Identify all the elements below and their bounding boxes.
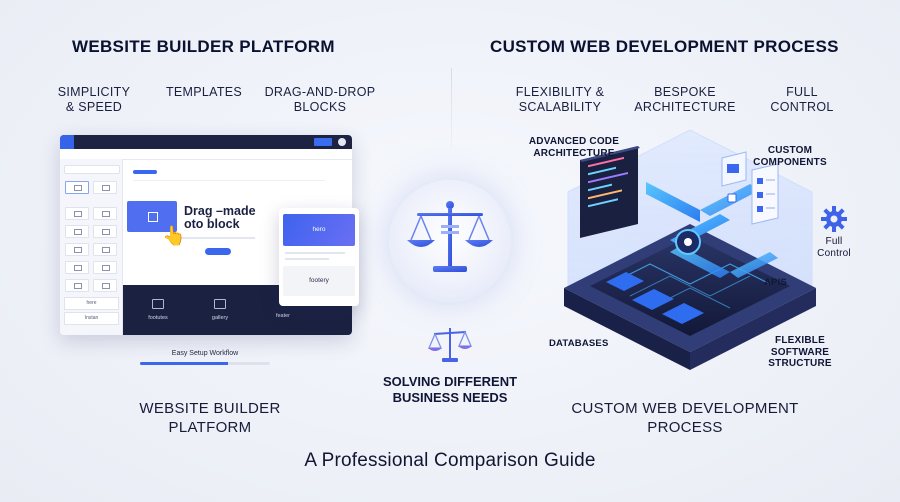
label-full-control-line1: Full	[825, 236, 843, 247]
custom-dev-subtitle: CUSTOM WEB DEVELOPMENT PROCESS	[560, 399, 810, 437]
placeholder-line	[285, 252, 345, 254]
label-flexible-line2: SOFTWARE	[770, 346, 830, 358]
hero-block: hero	[283, 214, 355, 246]
dark-item-label: footutes	[148, 315, 168, 321]
image-icon	[152, 299, 164, 309]
dark-item-feater: feater	[253, 299, 313, 319]
label-advanced-code-line2: ARCHITECTURE	[533, 147, 615, 159]
canvas-header-pill	[133, 170, 157, 174]
sidebar-item-here: here	[64, 297, 119, 310]
feature-flexibility-line2: SCALABILITY	[518, 100, 602, 114]
mockup-avatar	[338, 138, 346, 146]
feature-templates: TEMPLATES	[156, 85, 252, 100]
drag-block	[127, 201, 177, 232]
builder-title: WEBSITE BUILDER PLATFORM	[72, 37, 335, 56]
feature-full-control-line2: CONTROL	[770, 100, 834, 114]
canvas-rule	[133, 180, 325, 181]
block-tile	[65, 181, 89, 194]
text-placeholder-line	[180, 237, 255, 239]
small-scale-icon	[428, 328, 472, 362]
mockup-search-input	[64, 165, 120, 174]
custom-dev-title: CUSTOM WEB DEVELOPMENT PROCESS	[490, 37, 839, 56]
drag-block-text: Drag –made oto block	[184, 205, 256, 231]
label-flexible-line3: STRUCTURE	[768, 358, 832, 369]
center-caption-line2: BUSINESS NEEDS	[392, 390, 508, 405]
isometric-platform	[564, 129, 816, 370]
block-tile	[93, 261, 117, 274]
setup-progress-bar	[140, 362, 270, 365]
label-advanced-code-line1: ADVANCED CODE	[528, 136, 620, 147]
feature-drag-drop-line2: BLOCKS	[293, 100, 347, 114]
cursor-icon	[148, 212, 158, 222]
dark-item-footutes: footutes	[128, 299, 188, 321]
sidebar-item-instan: Instan	[64, 312, 119, 325]
feature-templates-line1: TEMPLATES	[165, 85, 243, 99]
dark-item-label: feater	[275, 313, 291, 319]
builder-subtitle: WEBSITE BUILDER PLATFORM	[110, 399, 310, 437]
feature-full-control-line1: FULL	[786, 85, 818, 99]
block-tile	[65, 279, 89, 292]
feature-simplicity-line2: & SPEED	[65, 100, 123, 114]
label-advanced-code: ADVANCED CODE ARCHITECTURE	[524, 136, 624, 159]
builder-subtitle-line2: PLATFORM	[168, 419, 252, 436]
label-custom-components-line1: CUSTOM	[767, 145, 813, 156]
block-tile	[65, 243, 89, 256]
feature-simplicity-line1: SIMPLICITY	[57, 85, 131, 99]
image-icon	[214, 299, 226, 309]
label-flexible-software: FLEXIBLE SOFTWARE STRUCTURE	[760, 335, 840, 370]
label-apis: APIS	[764, 277, 787, 288]
setup-workflow-label: Easy Setup Workflow	[171, 350, 239, 357]
feature-bespoke: BESPOKE ARCHITECTURE	[626, 85, 744, 115]
block-tile	[93, 181, 117, 194]
center-caption-line1: SOLVING DIFFERENT	[382, 374, 518, 389]
floating-card: hero footery	[279, 208, 359, 306]
center-orb	[389, 180, 511, 302]
dark-item-gallery: gallery	[190, 299, 250, 321]
label-custom-components: CUSTOM COMPONENTS	[745, 145, 835, 168]
label-full-control-line2: Control	[817, 247, 851, 259]
balance-scale-icon	[407, 201, 493, 272]
drag-text-line1: Drag –made	[184, 204, 256, 218]
feature-drag-drop: DRAG-AND-DROP BLOCKS	[262, 85, 378, 115]
feature-full-control: FULL CONTROL	[757, 85, 847, 115]
mockup-cta-button	[205, 248, 231, 255]
feature-bespoke-line1: BESPOKE	[654, 85, 716, 99]
hand-pointer-icon: 👆	[162, 226, 186, 247]
footer-block: footery	[283, 266, 355, 296]
drag-text-line2: oto block	[184, 217, 240, 231]
mockup-tabs	[60, 149, 352, 160]
feature-flexibility-line1: FLEXIBILITY &	[515, 85, 605, 99]
block-tile	[65, 207, 89, 220]
setup-progress-fill	[140, 362, 229, 365]
feature-bespoke-line2: ARCHITECTURE	[634, 100, 736, 114]
block-tile	[93, 243, 117, 256]
block-tile	[93, 279, 117, 292]
feature-simplicity: SIMPLICITY & SPEED	[46, 85, 142, 115]
label-flexible-line1: FLEXIBLE	[775, 335, 825, 346]
label-databases: DATABASES	[549, 338, 609, 349]
block-tile	[65, 261, 89, 274]
block-tile	[93, 207, 117, 220]
custom-dev-subtitle-line2: PROCESS	[647, 419, 723, 436]
builder-subtitle-line1: WEBSITE BUILDER	[139, 400, 281, 417]
label-full-control: Full Control	[806, 236, 862, 259]
mockup-sidebar: here Instan	[60, 159, 123, 335]
custom-dev-subtitle-line1: CUSTOM WEB DEVELOPMENT	[571, 400, 799, 417]
placeholder-line	[285, 258, 329, 260]
footer-caption: A Professional Comparison Guide	[304, 450, 596, 471]
gear-icon	[821, 206, 847, 232]
block-tile	[93, 225, 117, 238]
mockup-logo-icon	[60, 135, 74, 149]
mockup-topbar	[60, 135, 352, 149]
feature-flexibility: FLEXIBILITY & SCALABILITY	[505, 85, 615, 115]
center-caption: SOLVING DIFFERENT BUSINESS NEEDS	[365, 374, 535, 406]
feature-drag-drop-line1: DRAG-AND-DROP	[264, 85, 376, 99]
mockup-publish-button	[314, 138, 332, 146]
label-custom-components-line2: COMPONENTS	[753, 156, 827, 168]
dark-item-label: gallery	[211, 315, 229, 321]
section-divider	[451, 68, 452, 148]
block-tile	[65, 225, 89, 238]
